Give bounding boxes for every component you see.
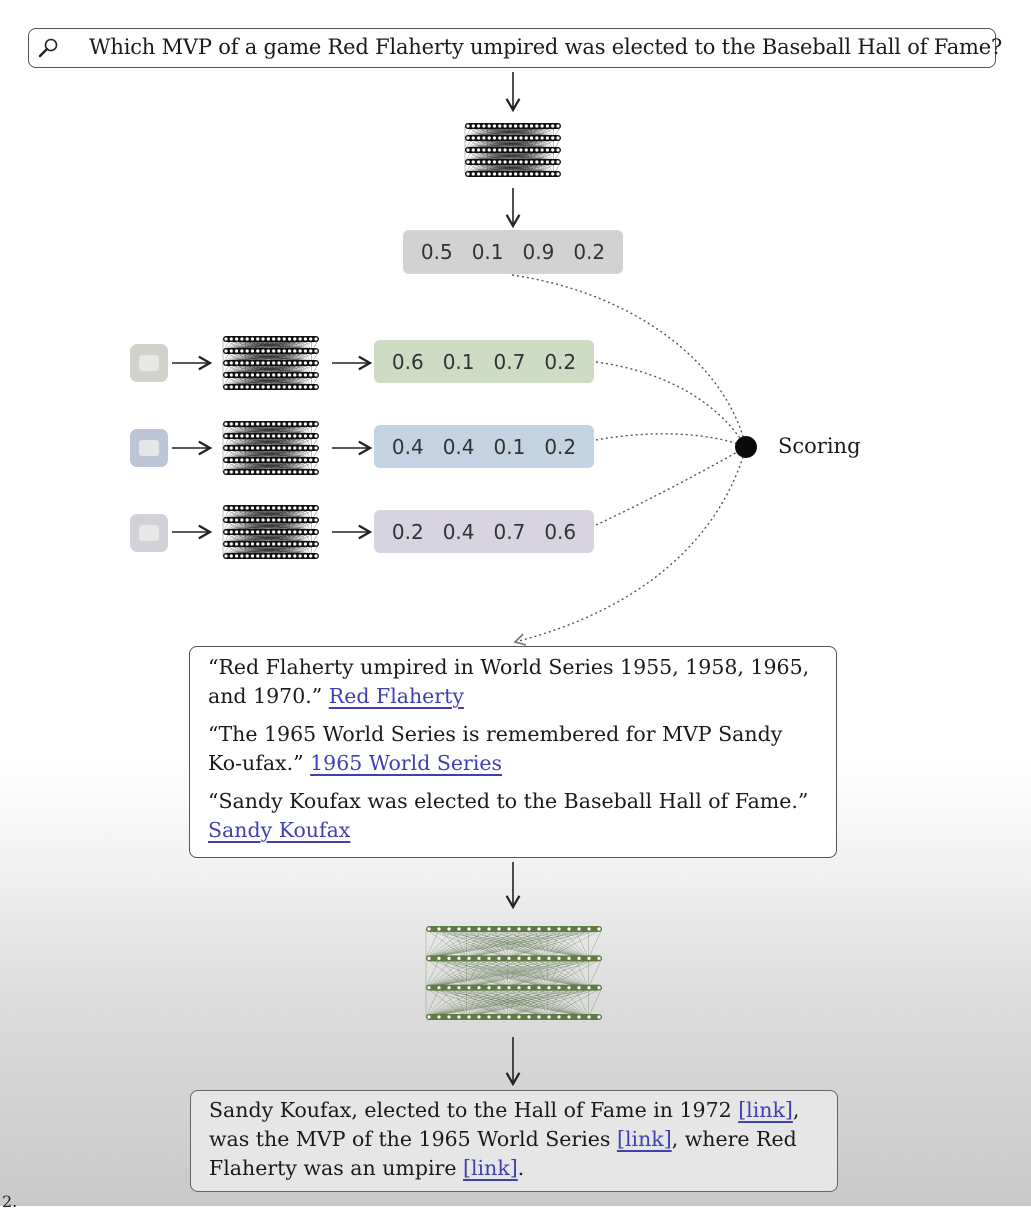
evidence-passage: “The 1965 World Series is remembered for…: [208, 720, 818, 778]
document-encoder-icon-3: [222, 505, 320, 559]
evidence-passage: “Sandy Koufax was elected to the Basebal…: [208, 787, 818, 845]
doc-vector-value: 0.7: [493, 349, 526, 374]
answer-text: Sandy Koufax, elected to the Hall of Fam…: [209, 1096, 819, 1183]
query-vector: 0.5 0.1 0.9 0.2: [403, 230, 623, 274]
doc-vector-value: 0.2: [544, 349, 577, 374]
evidence-passage: “Red Flaherty umpired in World Series 19…: [208, 653, 818, 711]
document-icon: [130, 514, 168, 552]
document-vector-2: 0.4 0.4 0.1 0.2: [374, 425, 594, 468]
document-encoder-icon-2: [222, 421, 320, 475]
answer-box: Sandy Koufax, elected to the Hall of Fam…: [190, 1090, 838, 1192]
query-encoder-icon: [464, 123, 562, 177]
connector-doc3-to-scoring: [595, 446, 747, 526]
query-text: Which MVP of a game Red Flaherty umpired…: [89, 35, 1003, 59]
answer-segment: Sandy Koufax, elected to the Hall of Fam…: [209, 1098, 739, 1122]
magnifier-icon: [38, 38, 58, 58]
scoring-node: [735, 436, 757, 458]
answer-segment: , was the MVP of the 1965 World Series: [209, 1098, 800, 1151]
document-encoder-icon-1: [222, 336, 320, 390]
generator-encoder-icon: [425, 926, 603, 1020]
answer-segment: .: [517, 1156, 525, 1180]
answer-segment: , where Red Flaherty was an umpire: [209, 1127, 797, 1180]
doc-vector-value: 0.4: [442, 434, 475, 459]
citation-link[interactable]: [link]: [463, 1156, 518, 1180]
document-vector-1: 0.6 0.1 0.7 0.2: [374, 340, 594, 383]
evidence-quote: “Red Flaherty umpired in World Series 19…: [208, 655, 810, 708]
doc-vector-value: 0.6: [391, 349, 424, 374]
doc-vector-value: 0.2: [391, 519, 424, 544]
evidence-source-link[interactable]: 1965 World Series: [310, 751, 503, 775]
doc-vector-value: 0.2: [544, 434, 577, 459]
connector-doc2-to-scoring: [595, 433, 747, 448]
document-vector-3: 0.2 0.4 0.7 0.6: [374, 510, 594, 553]
doc-vector-value: 0.1: [493, 434, 526, 459]
query-vector-value: 0.9: [522, 240, 555, 264]
evidence-source-link[interactable]: Red Flaherty: [328, 684, 464, 708]
query-vector-value: 0.2: [573, 240, 606, 264]
citation-link[interactable]: [link]: [738, 1098, 793, 1122]
evidence-box: “Red Flaherty umpired in World Series 19…: [189, 646, 837, 858]
doc-vector-value: 0.7: [493, 519, 526, 544]
query-vector-value: 0.5: [420, 240, 453, 264]
query-box: Which MVP of a game Red Flaherty umpired…: [28, 28, 1002, 68]
query-vector-value: 0.1: [471, 240, 504, 264]
doc-vector-value: 0.1: [442, 349, 475, 374]
corner-mark: 2.: [2, 1192, 18, 1211]
document-icon: [130, 429, 168, 467]
doc-vector-value: 0.4: [442, 519, 475, 544]
evidence-source-link[interactable]: Sandy Koufax: [208, 818, 351, 842]
doc-vector-value: 0.4: [391, 434, 424, 459]
evidence-quote: “The 1965 World Series is remembered for…: [208, 722, 783, 775]
doc-vector-value: 0.6: [544, 519, 577, 544]
document-icon: [130, 344, 168, 382]
citation-link[interactable]: [link]: [616, 1127, 672, 1151]
connector-doc1-to-scoring: [595, 361, 747, 448]
evidence-quote: “Sandy Koufax was elected to the Basebal…: [208, 789, 809, 813]
scoring-label: Scoring: [778, 434, 861, 458]
